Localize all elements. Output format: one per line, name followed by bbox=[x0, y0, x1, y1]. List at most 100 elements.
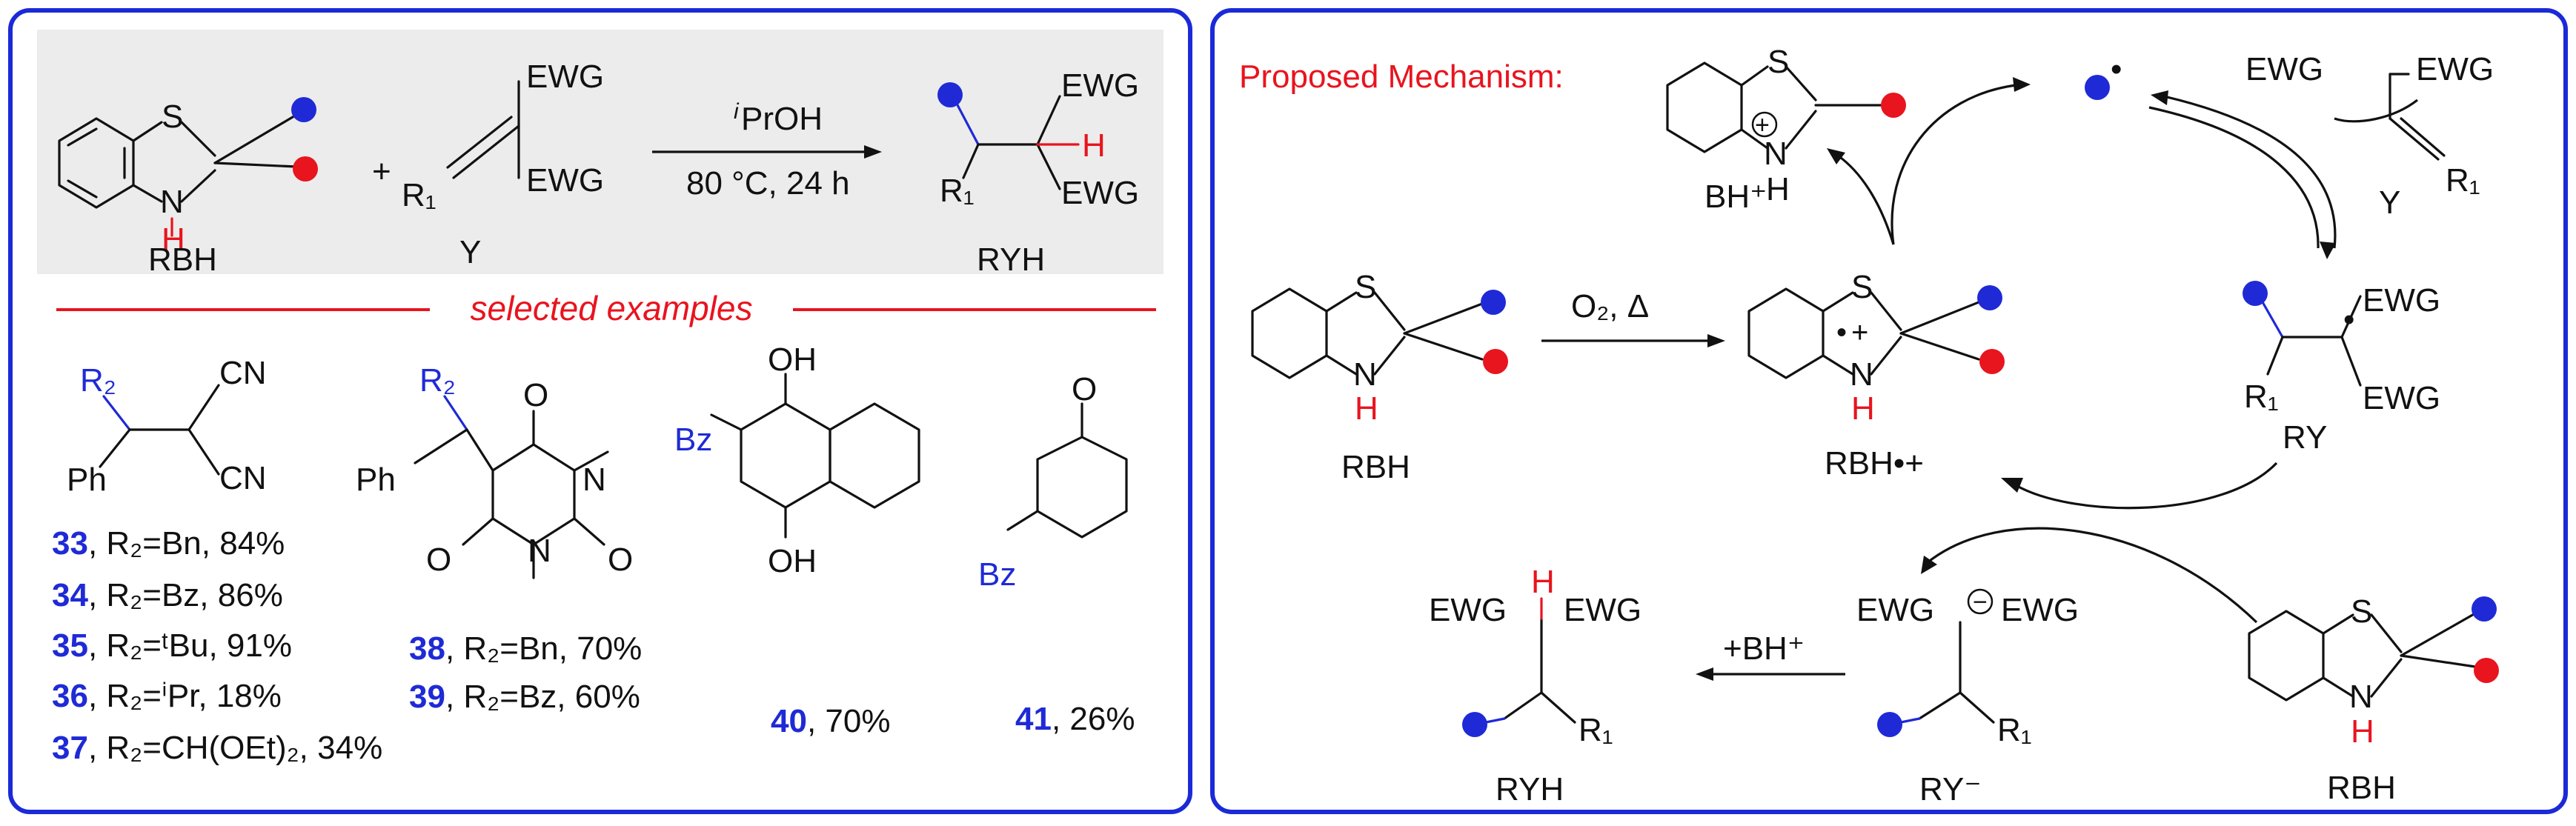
n-bottom: N bbox=[528, 533, 551, 569]
blue-ball bbox=[1462, 712, 1487, 737]
rbh-radical-cation-label: RBH•+ bbox=[1825, 445, 1924, 482]
atom-h: H bbox=[2351, 713, 2374, 750]
o2-conditions: O₂, Δ bbox=[1571, 288, 1649, 324]
ryh-structure: H EWG EWG R₁ RYH bbox=[1429, 564, 1641, 807]
o-label: O bbox=[1072, 371, 1097, 407]
ph-label: Ph bbox=[356, 462, 396, 498]
r1-label: R₁ bbox=[402, 177, 436, 213]
example-33-37-structure: R₂ CN CN Ph bbox=[67, 355, 267, 498]
r1-label: R₁ bbox=[1579, 712, 1613, 748]
right-panel-frame bbox=[1210, 8, 2568, 814]
rbh-bottom-structure: S N H RBH bbox=[2248, 593, 2499, 806]
o-right: O bbox=[608, 542, 633, 578]
atom-s: S bbox=[2351, 593, 2372, 630]
ryh-product-structure: EWG H EWG R₁ RYH bbox=[937, 67, 1139, 278]
red-ball bbox=[2474, 658, 2499, 683]
atom-s: S bbox=[1355, 269, 1376, 305]
atom-n: N bbox=[1850, 356, 1873, 393]
reaction-arrow: i PrOH 80 °C, 24 h bbox=[652, 99, 882, 201]
plus-charge-circle bbox=[1751, 111, 1778, 138]
bz-label: Bz bbox=[978, 556, 1016, 593]
atom-h: H bbox=[162, 222, 185, 258]
minus-charge-circle bbox=[1967, 588, 1994, 615]
example-captions: 33, R₂=Bn, 84% 34, R₂=Bz, 86% 35, R₂=ᵗBu… bbox=[52, 525, 1135, 766]
example-37: 37, R₂=CH(OEt)₂, 34% bbox=[52, 730, 382, 766]
n-right: N bbox=[582, 462, 606, 498]
radical-blue-ball bbox=[2085, 75, 2110, 100]
r1-label: R₁ bbox=[2446, 162, 2480, 199]
left-panel: S N H RBH + EWG EWG R₁ Y i PrOH 80 °C, 2… bbox=[8, 8, 1192, 814]
ewg-left: EWG bbox=[1856, 592, 1934, 628]
example-40-structure: OH OH Bz bbox=[674, 342, 920, 579]
atom-s: S bbox=[1767, 44, 1789, 80]
example-36: 36, R₂=ⁱPr, 18% bbox=[52, 678, 282, 714]
ry-anion-structure: − EWG EWG R₁ RY⁻ bbox=[1856, 588, 2079, 807]
ewg-top: EWG bbox=[526, 59, 604, 95]
ewg-right: EWG bbox=[1564, 592, 1641, 628]
r1-label: R₁ bbox=[940, 173, 975, 209]
red-ball bbox=[1483, 349, 1508, 374]
selected-examples-label: selected examples bbox=[471, 289, 753, 327]
bh-plus-structure: + S N H BH⁺ bbox=[1666, 44, 1906, 215]
cn-top: CN bbox=[219, 355, 267, 391]
ewg-top: EWG bbox=[2363, 282, 2440, 319]
o-left: O bbox=[426, 542, 451, 578]
atom-h: H bbox=[1355, 390, 1378, 427]
rbh-reactant-structure: S N H RBH bbox=[58, 97, 318, 278]
atom-n: N bbox=[1764, 136, 1787, 172]
ph-label: Ph bbox=[67, 462, 107, 498]
solvent: PrOH bbox=[741, 101, 823, 137]
example-41: 41, 26% bbox=[1015, 701, 1135, 737]
protonation-arrow: +BH⁺ bbox=[1696, 630, 1845, 681]
ewg-right: EWG bbox=[2001, 592, 2079, 628]
blue-ball bbox=[937, 82, 963, 107]
oh-bottom: OH bbox=[768, 543, 817, 579]
ewg-left: EWG bbox=[1429, 592, 1507, 628]
red-ball bbox=[1881, 93, 1906, 118]
atom-h: H bbox=[1766, 171, 1790, 207]
red-ball bbox=[1979, 349, 2005, 374]
r1-label: R₁ bbox=[1997, 712, 2032, 748]
atom-h: H bbox=[1851, 390, 1875, 427]
r2-label: R₂ bbox=[80, 362, 116, 399]
example-35: 35, R₂=ᵗBu, 91% bbox=[52, 627, 292, 664]
bh-plus-label: BH⁺ bbox=[1704, 179, 1767, 215]
oh-top: OH bbox=[768, 342, 817, 378]
ryh-label: RYH bbox=[1496, 771, 1564, 807]
ryh-label: RYH bbox=[977, 242, 1045, 278]
example-39: 39, R₂=Bz, 60% bbox=[409, 679, 640, 715]
y-label: Y bbox=[2379, 184, 2400, 221]
conditions-temp-time: 80 °C, 24 h bbox=[686, 165, 850, 201]
r1-label: R₁ bbox=[2244, 379, 2279, 415]
y-reactant-structure: EWG EWG R₁ Y bbox=[402, 59, 604, 270]
solvent-prefix: i bbox=[734, 99, 740, 124]
ry-radical-structure: • EWG EWG R₁ RY bbox=[2243, 281, 2440, 456]
o-top: O bbox=[523, 377, 548, 413]
blue-ball bbox=[291, 97, 316, 122]
atom-n: N bbox=[1353, 356, 1377, 393]
example-33: 33, R₂=Bn, 84% bbox=[52, 525, 285, 562]
blue-ball bbox=[1877, 712, 1902, 737]
cn-bottom: CN bbox=[219, 460, 267, 496]
example-40: 40, 70% bbox=[771, 703, 890, 739]
y-label: Y bbox=[459, 234, 481, 270]
h-red: H bbox=[1082, 127, 1106, 164]
plus-bh-label: +BH⁺ bbox=[1723, 630, 1805, 667]
bz-label: Bz bbox=[674, 422, 712, 458]
blue-ball bbox=[1481, 290, 1506, 315]
right-panel: Proposed Mechanism: + S N H BH⁺ • EWG bbox=[1210, 8, 2568, 814]
atom-s: S bbox=[1851, 269, 1873, 305]
ewg-right: EWG bbox=[2416, 51, 2494, 87]
rbh-label: RBH bbox=[148, 242, 217, 278]
oxidation-arrow: O₂, Δ bbox=[1541, 288, 1725, 347]
plus-charge: + bbox=[1755, 111, 1770, 139]
atom-s: S bbox=[162, 99, 183, 135]
radical-dot: • bbox=[2111, 51, 2122, 87]
ewg-top: EWG bbox=[1061, 67, 1139, 104]
y-reagent-structure: EWG EWG R₁ Y bbox=[2245, 51, 2494, 221]
ewg-bottom: EWG bbox=[526, 162, 604, 199]
mechanism-title: Proposed Mechanism: bbox=[1239, 59, 1564, 95]
r2-label: R₂ bbox=[419, 362, 456, 399]
example-41-structure: O Bz bbox=[978, 371, 1128, 593]
plus-sign: + bbox=[372, 153, 391, 190]
